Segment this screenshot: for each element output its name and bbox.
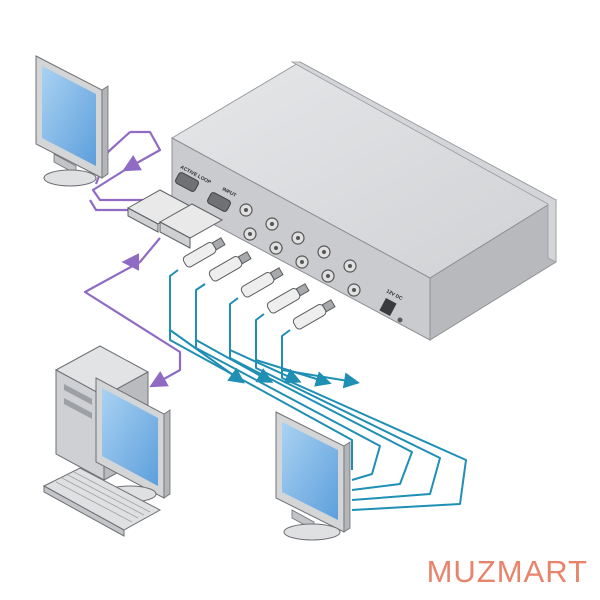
bnc-connector-icon [182, 237, 336, 330]
vga-connector-icon [126, 189, 224, 249]
monitor-icon [35, 55, 109, 187]
bnc-cable-2 [195, 283, 274, 383]
bnc-cable-1b [169, 330, 353, 470]
bnc-cable-3 [229, 297, 302, 384]
switcher-device: ACTIVE LOOP INPUT 12V DC [170, 61, 557, 341]
monitor-icon [275, 411, 351, 541]
vga-port-input [207, 192, 231, 212]
vga-port-loop [175, 172, 199, 192]
power-jack [379, 298, 403, 323]
bnc-port-grid [239, 203, 361, 297]
device-front-bezel [290, 61, 557, 263]
vga-cable-to-top-monitor [91, 167, 150, 202]
watermark-logo: MUZMART [426, 554, 588, 589]
bnc-cable-5 [281, 329, 360, 389]
keyboard-icon [42, 467, 162, 537]
bnc-cables [169, 269, 467, 511]
bnc-cable-1 [169, 269, 245, 384]
vga-cable-from-computer [83, 237, 182, 388]
